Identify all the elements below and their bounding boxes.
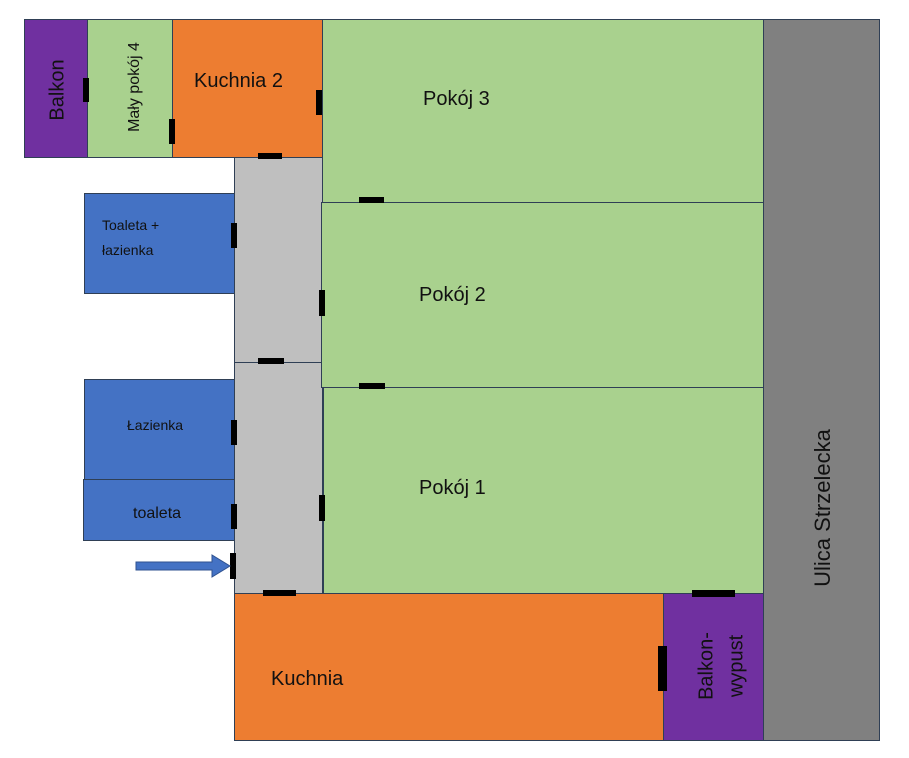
- room-balkon-label: Balkon: [46, 59, 69, 121]
- room-pokoj-3: [322, 19, 764, 204]
- door-kuchnia-balkon-wypust: [658, 646, 667, 691]
- room-toaleta-label: toaleta: [133, 505, 182, 522]
- corridor-upper: [234, 157, 323, 363]
- door-pokoj-3: [359, 197, 384, 203]
- door-pokoj-2: [319, 290, 325, 316]
- room-toaleta: [83, 479, 235, 541]
- door-toaleta: [231, 504, 237, 529]
- room-balkon-wypust-label-1: Balkon-: [695, 632, 718, 700]
- room-kuchnia-2-label: Kuchnia 2: [194, 70, 283, 92]
- door-pokoj-1-top: [359, 383, 385, 389]
- room-toaleta-lazienka-label-2: łazienka: [102, 242, 154, 258]
- corridor-lower: [234, 362, 323, 594]
- room-pokoj-1: [323, 387, 764, 594]
- room-lazienka-label: Łazienka: [127, 417, 184, 433]
- room-pokoj-2-label: Pokój 2: [419, 284, 486, 306]
- door-corridor-divider: [258, 358, 284, 364]
- entrance-arrow-icon: [135, 554, 231, 578]
- street-label: Ulica Strzelecka: [810, 429, 835, 587]
- room-balkon-wypust-label-2: wypust: [725, 634, 748, 698]
- door-pokoj-1: [319, 495, 325, 521]
- door-balkon-wypust-top: [692, 590, 735, 597]
- door-entrance: [230, 553, 236, 579]
- room-toaleta-lazienka-label-1: Toaleta +: [102, 217, 160, 233]
- room-balkon: [24, 19, 88, 158]
- door-corridor-kuchnia-2: [258, 153, 282, 159]
- room-maly-pokoj-4: [87, 19, 173, 158]
- door-lazienka: [231, 420, 237, 445]
- street-strip: [763, 19, 880, 741]
- door-kuchnia-2-pokoj-3: [316, 90, 322, 115]
- room-lazienka: [84, 379, 235, 480]
- room-pokoj-2: [321, 202, 764, 388]
- door-toaleta-lazienka: [231, 223, 237, 248]
- room-pokoj-3-label: Pokój 3: [423, 88, 490, 110]
- room-maly-pokoj-4-label: Mały pokój 4: [126, 42, 143, 132]
- door-balkon-maly-pokoj: [83, 78, 89, 102]
- door-maly-pokoj-4: [169, 119, 175, 144]
- room-kuchnia: [234, 593, 664, 741]
- door-kuchnia: [263, 590, 296, 596]
- room-pokoj-1-label: Pokój 1: [419, 477, 486, 499]
- room-kuchnia-label: Kuchnia: [271, 668, 344, 690]
- room-toaleta-lazienka: [84, 193, 235, 294]
